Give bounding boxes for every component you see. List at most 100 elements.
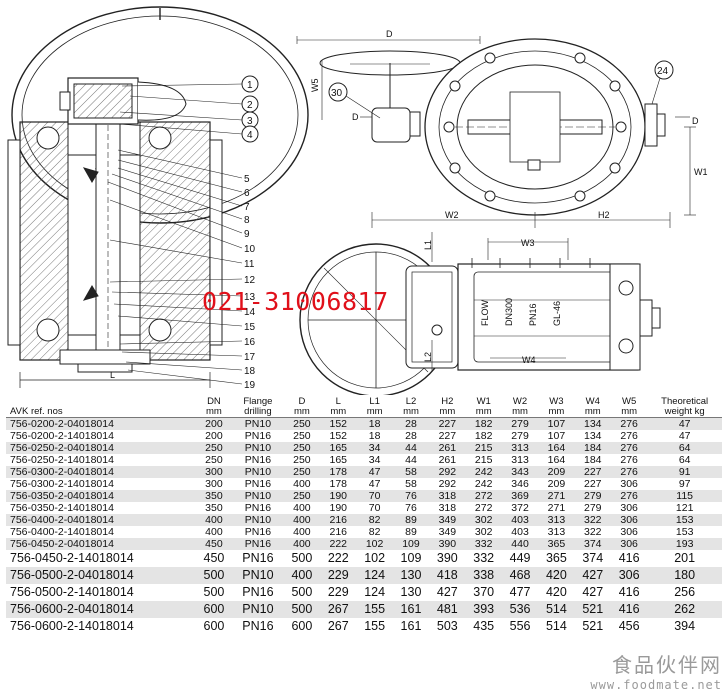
table-cell: 250 <box>283 442 321 454</box>
table-cell: 276 <box>610 442 648 454</box>
table-cell: 420 <box>545 585 567 599</box>
table-cell: 89 <box>405 525 417 538</box>
front-view-labels: D W5 30 24 D D W1 W2 H2 <box>310 29 708 220</box>
table-cell: 302 <box>465 514 502 526</box>
table-cell: 242 <box>474 477 493 490</box>
dim-D-right: D <box>692 116 699 126</box>
table-cell: 500 <box>291 585 313 599</box>
table-cell: 440 <box>501 538 539 550</box>
table-cell: PN16 <box>242 551 274 565</box>
table-cell: 130 <box>400 585 422 599</box>
table-cell: 178 <box>329 477 348 490</box>
table-cell: PN16 <box>242 585 274 599</box>
table-cell: 468 <box>501 567 539 584</box>
table-cell: PN16 <box>244 477 272 490</box>
table-cell: 306 <box>610 567 648 584</box>
dim-L1: L1 <box>423 240 433 250</box>
table-cell: 155 <box>364 619 386 633</box>
dim-W3: W3 <box>521 238 535 248</box>
table-cell: 155 <box>356 601 393 618</box>
table-cell: 322 <box>574 514 611 526</box>
table-cell: 267 <box>320 601 357 618</box>
table-cell: 400 <box>293 525 311 538</box>
table-cell: 124 <box>356 567 393 584</box>
table-cell: 556 <box>509 619 531 633</box>
table-cell: 400 <box>205 525 223 538</box>
callout-13: 13 <box>244 292 256 303</box>
table-cell: 201 <box>674 551 696 565</box>
table-cell: 279 <box>511 429 529 442</box>
table-cell: 216 <box>320 514 357 526</box>
table-cell: 372 <box>511 501 529 514</box>
table-cell: 521 <box>582 619 604 633</box>
table-cell: 229 <box>327 585 349 599</box>
table-cell: 503 <box>436 619 458 633</box>
table-cell: 343 <box>501 466 539 478</box>
table-cell: 76 <box>392 490 430 502</box>
table-cell: 374 <box>574 538 611 550</box>
table-cell: 500 <box>203 585 225 599</box>
table-cell: PN16 <box>242 619 274 633</box>
table-cell: 600 <box>195 601 233 618</box>
table-cell: 34 <box>368 453 381 466</box>
table-cell: 400 <box>293 501 311 514</box>
table-cell: 416 <box>618 551 640 565</box>
table-cell: 403 <box>511 525 529 538</box>
table-cell: PN16 <box>244 429 272 442</box>
table-cell: PN16 <box>244 501 272 514</box>
table-cell: 394 <box>674 619 696 633</box>
table-cell: 400 <box>283 538 321 550</box>
table-cell: 306 <box>610 538 648 550</box>
table-cell: 250 <box>205 453 223 466</box>
table-cell: 18 <box>356 417 393 430</box>
table-cell: 313 <box>547 525 566 538</box>
table-cell: 124 <box>364 585 386 599</box>
table-cell: 44 <box>405 453 417 466</box>
table-cell: PN16 <box>244 525 272 538</box>
phone-number-overlay: 021-31006817 <box>202 287 389 316</box>
table-cell: 250 <box>283 490 321 502</box>
table-cell: 369 <box>501 490 539 502</box>
table-cell: 390 <box>436 551 458 565</box>
callout-7: 7 <box>244 202 250 213</box>
body-mark-gl: GL-46 <box>552 301 562 326</box>
dim-L2: L2 <box>423 352 433 362</box>
table-cell: 28 <box>392 417 430 430</box>
table-cell: 82 <box>368 525 381 538</box>
table-cell: 76 <box>405 501 417 514</box>
table-cell: 400 <box>293 477 311 490</box>
table-cell: PN10 <box>232 466 284 478</box>
table-cell: 276 <box>610 490 648 502</box>
table-cell: 153 <box>647 514 722 526</box>
table-cell: 227 <box>574 466 611 478</box>
table-cell: 102 <box>364 551 386 565</box>
table-cell: 306 <box>620 525 638 538</box>
table-cell: 250 <box>293 429 311 442</box>
table-cell: 416 <box>618 585 640 599</box>
table-cell: 161 <box>400 619 422 633</box>
table-cell: 216 <box>329 525 348 538</box>
table-cell: 450 <box>195 538 233 550</box>
table-cell: 418 <box>429 567 466 584</box>
table-cell: 332 <box>465 538 502 550</box>
table-cell: 390 <box>429 538 466 550</box>
callout-4: 4 <box>247 130 253 141</box>
body-mark-flow: FLOW <box>480 299 490 326</box>
table-cell: 109 <box>400 551 422 565</box>
table-cell: 209 <box>538 466 575 478</box>
table-cell: 209 <box>547 477 566 490</box>
dim-H2: H2 <box>598 210 610 220</box>
ref-cell: 756-0200-2-04018014 <box>6 417 196 430</box>
table-cell: 121 <box>675 501 694 514</box>
table-cell: 134 <box>574 417 611 430</box>
table-cell: 47 <box>368 477 381 490</box>
table-cell: PN16 <box>244 453 272 466</box>
table-cell: 306 <box>610 514 648 526</box>
callout-10: 10 <box>244 244 256 255</box>
table-cell: 109 <box>392 538 430 550</box>
